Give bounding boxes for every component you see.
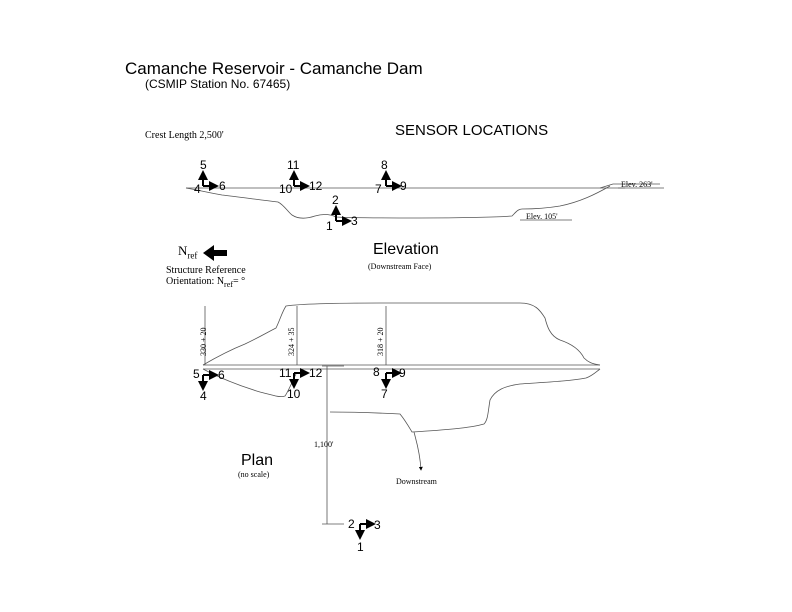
structure-reference-line2: Orientation: Nref= ° <box>166 276 245 289</box>
plan-sensor-label-10: 10 <box>287 387 301 401</box>
elevation-ground-profile <box>185 185 611 219</box>
plan-sensor-label-12: 12 <box>309 366 323 380</box>
plan-upstream-shoreline <box>202 302 601 366</box>
plan-sensor-label-7: 7 <box>381 387 388 401</box>
elevation-right-abutment <box>599 183 660 189</box>
plan-sensor-label-9: 9 <box>399 366 406 380</box>
elev-sensor-label-7: 7 <box>375 182 382 196</box>
plan-downstream-label: Downstream <box>396 477 437 486</box>
orientation-sub: ref <box>224 280 233 289</box>
crest-length-label: Crest Length 2,500' <box>145 130 224 141</box>
section-title: SENSOR LOCATIONS <box>395 122 549 139</box>
elev-sensor-label-12: 12 <box>309 179 323 193</box>
base-elevation-label: Elev. 105' <box>526 212 558 221</box>
plan-sensor-label-3: 3 <box>374 518 381 532</box>
plan-sensor-group-left <box>198 370 219 391</box>
elevation-subheading: (Downstream Face) <box>368 262 432 271</box>
elev-sensor-label-11: 11 <box>287 158 300 172</box>
elevation-sensor-group-base <box>331 205 352 226</box>
north-ref-n: N <box>178 243 188 258</box>
elev-sensor-label-1: 1 <box>326 219 333 233</box>
elevation-view <box>185 183 664 221</box>
elevation-heading: Elevation <box>373 241 439 258</box>
station-subtitle: (CSMIP Station No. 67465) <box>145 77 291 91</box>
elev-sensor-label-4: 4 <box>194 182 201 196</box>
page-title: Camanche Reservoir - Camanche Dam <box>125 59 423 78</box>
plan-sensor-label-1: 1 <box>357 540 364 554</box>
plan-sensor-arrows <box>198 368 402 540</box>
plan-sensor-label-8: 8 <box>373 365 380 379</box>
plan-sensor-group-midright <box>381 368 402 389</box>
plan-station-label-1: 330 + 20 <box>199 327 208 356</box>
plan-downstream-channel <box>413 431 423 471</box>
plan-station-label-3: 318 + 20 <box>376 327 385 356</box>
crest-elevation-label: Elev. 263' <box>621 180 653 189</box>
plan-sensor-label-4: 4 <box>200 389 207 403</box>
plan-subheading: (no scale) <box>238 470 270 479</box>
elevation-sensor-arrows <box>198 170 402 226</box>
orientation-suffix: = ° <box>232 276 246 287</box>
elev-sensor-label-5: 5 <box>200 158 207 172</box>
elev-sensor-label-8: 8 <box>381 158 388 172</box>
plan-sensor-group-base <box>355 519 376 540</box>
north-ref-sub: ref <box>187 250 198 261</box>
plan-station-label-2: 324 + 35 <box>287 327 296 356</box>
plan-sensor-label-11: 11 <box>279 366 292 380</box>
elev-sensor-label-10: 10 <box>279 182 293 196</box>
structure-reference-line1: Structure Reference <box>166 265 246 276</box>
plan-view <box>202 302 601 525</box>
elevation-sensor-group-midright <box>381 170 402 191</box>
elev-sensor-label-2: 2 <box>332 193 339 207</box>
elevation-sensor-group-left <box>198 170 219 191</box>
plan-sensor-label-2: 2 <box>348 517 355 531</box>
north-reference-arrow-icon <box>203 245 227 261</box>
plan-sensor-label-5: 5 <box>193 367 200 381</box>
plan-sensor-group-midleft <box>289 368 310 389</box>
orientation-prefix: Orientation: N <box>166 276 225 287</box>
elevation-sensor-group-midleft <box>289 170 310 191</box>
elev-sensor-label-6: 6 <box>219 179 226 193</box>
elev-sensor-label-9: 9 <box>400 179 407 193</box>
plan-heading: Plan <box>241 452 274 469</box>
plan-sensor-label-6: 6 <box>218 368 225 382</box>
north-ref-label: Nref <box>178 243 197 261</box>
plan-distance-label: 1,100' <box>314 440 334 449</box>
elev-sensor-label-3: 3 <box>351 214 358 228</box>
